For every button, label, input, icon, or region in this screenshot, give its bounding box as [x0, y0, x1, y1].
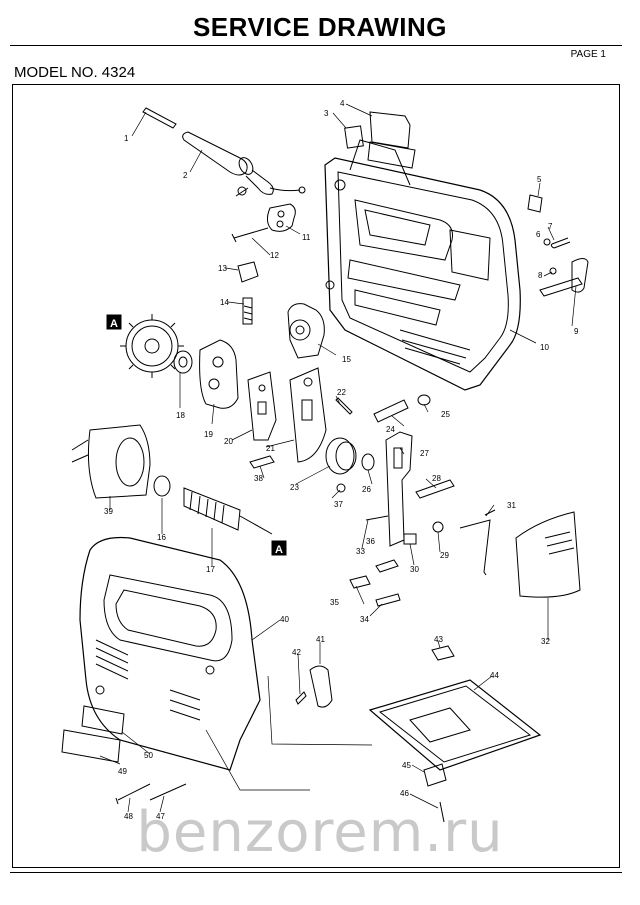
callout-19: 19 — [204, 430, 213, 439]
callout-13: 13 — [218, 264, 227, 273]
callout-30: 30 — [410, 565, 419, 574]
callout-17: 17 — [206, 565, 215, 574]
name-plate — [61, 729, 121, 763]
pin — [142, 107, 177, 129]
callout-16: 16 — [157, 533, 166, 542]
switch-assembly — [344, 111, 543, 213]
callout-40: 40 — [280, 615, 289, 624]
callout-34: 34 — [360, 615, 369, 624]
svg-text:A: A — [275, 544, 283, 556]
callout-39: 39 — [104, 507, 113, 516]
small-hardware — [249, 455, 401, 607]
guide-plates — [247, 367, 327, 463]
callout-21: 21 — [266, 444, 275, 453]
callout-1: 1 — [124, 134, 129, 143]
base-plate — [368, 679, 542, 771]
warning-label — [81, 705, 125, 735]
callout-18: 18 — [176, 411, 185, 420]
armature-bearing — [153, 475, 171, 497]
strain-relief — [231, 186, 296, 243]
gear-housing — [199, 339, 239, 409]
callout-42: 42 — [292, 648, 301, 657]
blade-guard — [515, 511, 581, 598]
callout-48: 48 — [124, 812, 133, 821]
callout-15: 15 — [342, 355, 351, 364]
base-clamp — [431, 645, 455, 661]
motor-housing — [324, 139, 521, 391]
callout-32: 32 — [541, 637, 550, 646]
lock-parts — [539, 237, 589, 297]
callout-20: 20 — [224, 437, 233, 446]
callout-49: 49 — [118, 767, 127, 776]
callout-28: 28 — [432, 474, 441, 483]
callout-5: 5 — [537, 175, 542, 184]
bolt — [432, 521, 444, 533]
counterweight — [415, 479, 455, 499]
roller-holder — [403, 533, 417, 545]
callout-10: 10 — [540, 343, 549, 352]
callout-47: 47 — [156, 812, 165, 821]
callout-6: 6 — [536, 230, 541, 239]
callout-31: 31 — [507, 501, 516, 510]
watermark: benzorem.ru — [136, 800, 504, 865]
callout-35: 35 — [330, 598, 339, 607]
callout-41: 41 — [316, 635, 325, 644]
callout-36: 36 — [366, 537, 375, 546]
header-divider — [10, 45, 622, 46]
svg-text:A: A — [110, 318, 118, 330]
callout-27: 27 — [420, 449, 429, 458]
callout-45: 45 — [402, 761, 411, 770]
callout-26: 26 — [362, 485, 371, 494]
armature — [183, 487, 273, 535]
callout-11: 11 — [302, 233, 311, 242]
callout-38: 38 — [254, 474, 263, 483]
footer-divider — [10, 872, 622, 873]
crank-gear — [325, 437, 357, 475]
bearing — [173, 350, 193, 374]
slider-block — [373, 399, 409, 423]
callout-23: 23 — [290, 483, 299, 492]
callout-12: 12 — [270, 251, 279, 260]
model-number: MODEL NO. 4324 — [14, 64, 136, 81]
callout-labels: 1 2 3 4 5 6 7 8 9 10 11 12 13 14 15 16 1… — [104, 99, 579, 821]
callout-14: 14 — [220, 298, 229, 307]
hex-bolt — [439, 801, 445, 823]
callout-46: 46 — [400, 789, 409, 798]
bracket — [459, 519, 491, 576]
drawing-frame — [12, 84, 620, 868]
callout-3: 3 — [324, 109, 329, 118]
lever — [309, 665, 333, 708]
callout-43: 43 — [434, 635, 443, 644]
callout-25: 25 — [441, 410, 450, 419]
callout-29: 29 — [440, 551, 449, 560]
callout-37: 37 — [334, 500, 343, 509]
callout-24: 24 — [386, 425, 395, 434]
callout-9: 9 — [574, 327, 579, 336]
reference-marker-a-bottom: A — [271, 540, 287, 556]
callout-50: 50 — [144, 751, 153, 760]
screw-short — [115, 783, 151, 805]
callout-4: 4 — [340, 99, 345, 108]
page-number: PAGE 1 — [570, 49, 606, 60]
screw-long — [149, 783, 187, 801]
page-title: SERVICE DRAWING — [192, 12, 448, 42]
callout-7: 7 — [548, 222, 553, 231]
spring-pin — [295, 691, 307, 705]
field-coil — [71, 424, 151, 499]
o-ring — [417, 394, 431, 406]
reference-marker-a-top: A — [106, 314, 122, 330]
callout-44: 44 — [490, 671, 499, 680]
handle-housing — [79, 536, 261, 771]
callout-8: 8 — [538, 271, 543, 280]
callout-33: 33 — [356, 547, 365, 556]
callout-22: 22 — [337, 388, 346, 397]
driving-gear — [120, 314, 184, 378]
cord-guard — [182, 131, 306, 195]
brush-holder — [237, 261, 259, 325]
fan-housing — [287, 303, 325, 359]
callout-2: 2 — [183, 171, 188, 180]
leader-lines — [99, 103, 577, 813]
blade-holder — [423, 763, 447, 787]
